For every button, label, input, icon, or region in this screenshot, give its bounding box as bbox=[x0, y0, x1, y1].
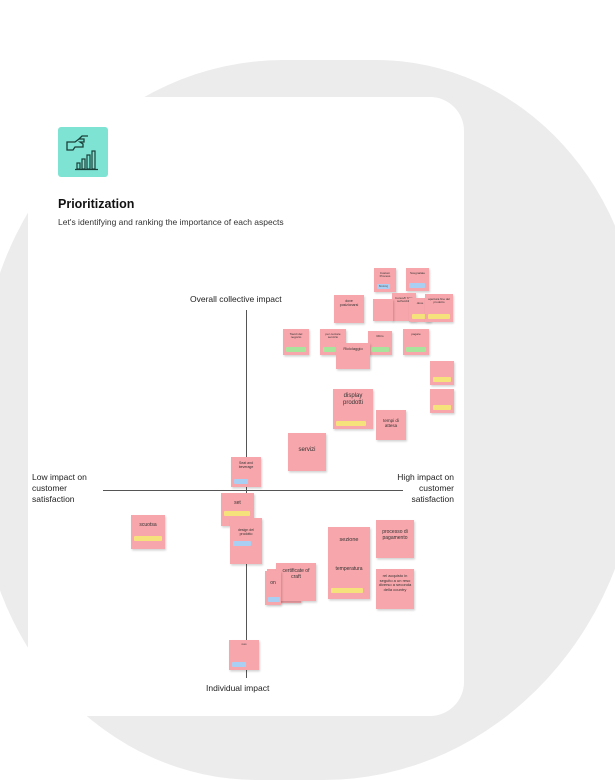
note-tag bbox=[336, 421, 366, 426]
note-tag bbox=[234, 479, 248, 484]
sticky-note[interactable]: pagare bbox=[403, 329, 429, 355]
sticky-note[interactable] bbox=[430, 389, 454, 413]
sticky-note[interactable]: Riciclaggio bbox=[336, 343, 370, 369]
sticky-note[interactable]: Seat and beverage bbox=[231, 457, 261, 487]
note-tag bbox=[224, 511, 250, 516]
axis-label-right: High impact on customer satisfaction bbox=[397, 472, 454, 504]
note-tag bbox=[371, 347, 389, 352]
sticky-note[interactable]: on bbox=[265, 571, 281, 605]
sticky-note[interactable]: rel acquisto in seguito a un reso divers… bbox=[376, 569, 414, 609]
board-title: Prioritization bbox=[58, 197, 135, 211]
sticky-note[interactable]: Ritiro bbox=[368, 331, 392, 355]
sticky-note[interactable]: design del prodotto bbox=[230, 518, 262, 564]
hand-chart-icon bbox=[58, 127, 108, 177]
board-subtitle: Let's identifying and ranking the import… bbox=[58, 217, 284, 227]
sticky-note[interactable] bbox=[373, 299, 393, 321]
axis-label-top: Overall collective impact bbox=[190, 294, 282, 304]
note-tag bbox=[409, 283, 425, 288]
horizontal-axis bbox=[103, 490, 403, 491]
axis-label-left: Low impact on customer satisfaction bbox=[32, 472, 87, 504]
note-tag bbox=[406, 347, 426, 352]
note-tag bbox=[134, 536, 162, 541]
note-tag bbox=[233, 541, 251, 546]
note-tag bbox=[428, 314, 450, 319]
sticky-note[interactable]: servizi bbox=[288, 433, 326, 471]
note-tag: Booking bbox=[377, 284, 391, 289]
sticky-note[interactable]: certificate of craft bbox=[276, 563, 316, 601]
note-tag bbox=[331, 588, 363, 593]
sticky-note[interactable]: Scegnalate bbox=[406, 268, 429, 291]
note-tag bbox=[433, 377, 451, 382]
note-tag bbox=[323, 347, 343, 352]
sticky-note[interactable]: sezione temperatura bbox=[328, 527, 370, 599]
sticky-note[interactable]: Tavoli del negozio bbox=[283, 329, 309, 355]
note-tag bbox=[268, 597, 280, 602]
note-tag bbox=[433, 405, 451, 410]
sticky-note[interactable]: Custom Process Booking bbox=[374, 268, 396, 292]
note-tag bbox=[412, 314, 428, 319]
sticky-note[interactable]: dove posizionarsi bbox=[334, 295, 364, 323]
note-line: temperatura bbox=[335, 566, 363, 572]
board-card: Prioritization Let's identifying and ran… bbox=[28, 97, 464, 716]
sticky-note[interactable]: scuotsa bbox=[131, 515, 165, 549]
sticky-note[interactable]: tempi di attesa bbox=[376, 410, 406, 440]
sticky-note[interactable] bbox=[430, 361, 454, 385]
sticky-note[interactable]: reso bbox=[229, 640, 259, 670]
axis-label-bottom: Individual impact bbox=[206, 683, 270, 693]
note-tag bbox=[286, 347, 306, 352]
sticky-note[interactable]: display prodotti bbox=[333, 389, 373, 429]
sticky-note[interactable]: processo di pagamento bbox=[376, 520, 414, 558]
note-tag bbox=[232, 662, 246, 667]
sticky-note[interactable]: apertura fine del prodotto bbox=[425, 294, 453, 322]
